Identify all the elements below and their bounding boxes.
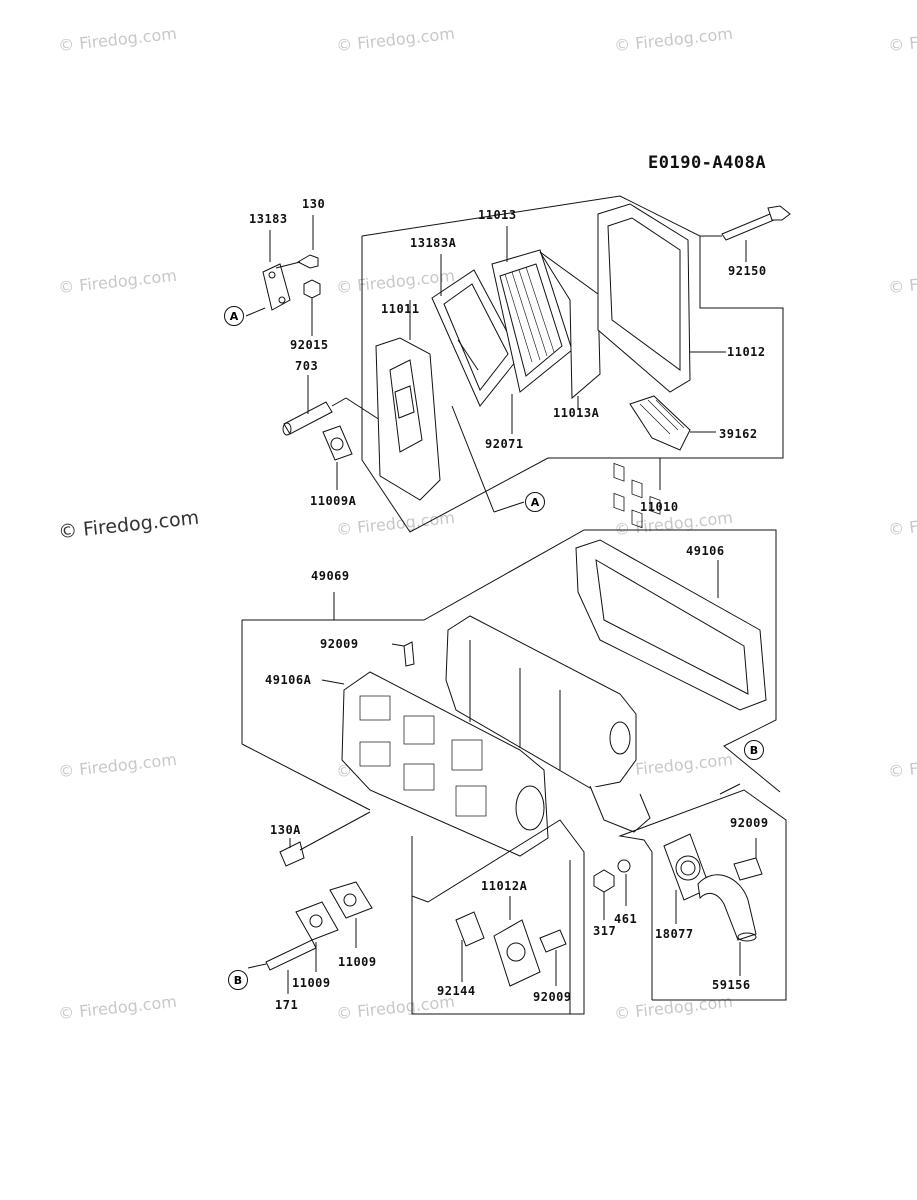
callout-a[interactable]: A bbox=[224, 306, 244, 326]
part-label[interactable]: 13183 bbox=[249, 212, 288, 226]
part-label[interactable]: 171 bbox=[275, 998, 299, 1012]
bolt-130 bbox=[296, 254, 319, 269]
part-label[interactable]: 92009 bbox=[320, 637, 359, 651]
gasket-11009a bbox=[322, 425, 353, 461]
nut-92015 bbox=[303, 279, 321, 299]
gasket-11009-b bbox=[329, 881, 373, 919]
diagram-code: E0190-A408A bbox=[648, 153, 767, 173]
part-label[interactable]: 11010 bbox=[640, 500, 679, 514]
bolt-92009-right bbox=[733, 857, 763, 881]
pipe-703 bbox=[283, 401, 333, 435]
part-label[interactable]: 11009A bbox=[310, 494, 357, 508]
air-cleaner-case-11011 bbox=[375, 337, 441, 501]
part-label[interactable]: 11009 bbox=[338, 955, 377, 969]
stud-171 bbox=[265, 939, 317, 971]
part-label[interactable]: 11012 bbox=[727, 345, 766, 359]
part-label[interactable]: 92009 bbox=[533, 990, 572, 1004]
part-label[interactable]: 39162 bbox=[719, 427, 758, 441]
group-outline-right bbox=[618, 789, 787, 1001]
screw-92009-top bbox=[403, 641, 415, 667]
part-label[interactable]: 703 bbox=[295, 359, 319, 373]
part-label[interactable]: 317 bbox=[593, 924, 617, 938]
part-label[interactable]: 92071 bbox=[485, 437, 524, 451]
part-label[interactable]: 461 bbox=[614, 912, 638, 926]
part-label[interactable]: 130A bbox=[270, 823, 301, 837]
part-label[interactable]: 92150 bbox=[728, 264, 767, 278]
part-label[interactable]: 11009 bbox=[292, 976, 331, 990]
bolt-92009-center bbox=[539, 929, 567, 953]
part-label[interactable]: 92009 bbox=[730, 816, 769, 830]
part-label[interactable]: 49106A bbox=[265, 673, 312, 687]
callout-a[interactable]: A bbox=[525, 492, 545, 512]
part-label[interactable]: 11012A bbox=[481, 879, 528, 893]
part-label[interactable]: 130 bbox=[302, 197, 326, 211]
part-label[interactable]: 49106 bbox=[686, 544, 725, 558]
elbow-59156 bbox=[697, 874, 757, 941]
part-label[interactable]: 18077 bbox=[655, 927, 694, 941]
group-outline-49069 bbox=[242, 529, 781, 793]
part-label[interactable]: 92144 bbox=[437, 984, 476, 998]
gasket-11009-a bbox=[295, 901, 339, 941]
group-outline-11010 bbox=[361, 195, 784, 533]
callout-b[interactable]: B bbox=[744, 740, 764, 760]
part-label[interactable]: 11013A bbox=[553, 406, 600, 420]
nut-317 bbox=[593, 869, 615, 893]
part-label[interactable]: 13183A bbox=[410, 236, 457, 250]
bracket-13183 bbox=[262, 263, 291, 311]
heat-shield-49106 bbox=[575, 539, 767, 711]
bolt-130a bbox=[279, 841, 305, 867]
part-label[interactable]: 92015 bbox=[290, 338, 329, 352]
wing-bolt-92150 bbox=[721, 213, 775, 241]
part-label[interactable]: 11013 bbox=[478, 208, 517, 222]
muffler-cover-49106a bbox=[341, 671, 549, 857]
pre-cleaner-11013a bbox=[539, 251, 601, 400]
group-outline-lower-center bbox=[411, 819, 585, 1015]
muffler-body bbox=[445, 615, 637, 789]
clamp-92144 bbox=[455, 911, 485, 947]
part-label[interactable]: 49069 bbox=[311, 569, 350, 583]
callout-b[interactable]: B bbox=[228, 970, 248, 990]
foam-39162 bbox=[629, 395, 691, 451]
flange-11012a bbox=[493, 919, 541, 987]
part-label[interactable]: 11011 bbox=[381, 302, 420, 316]
cover-11012 bbox=[597, 203, 691, 393]
part-label[interactable]: 59156 bbox=[712, 978, 751, 992]
